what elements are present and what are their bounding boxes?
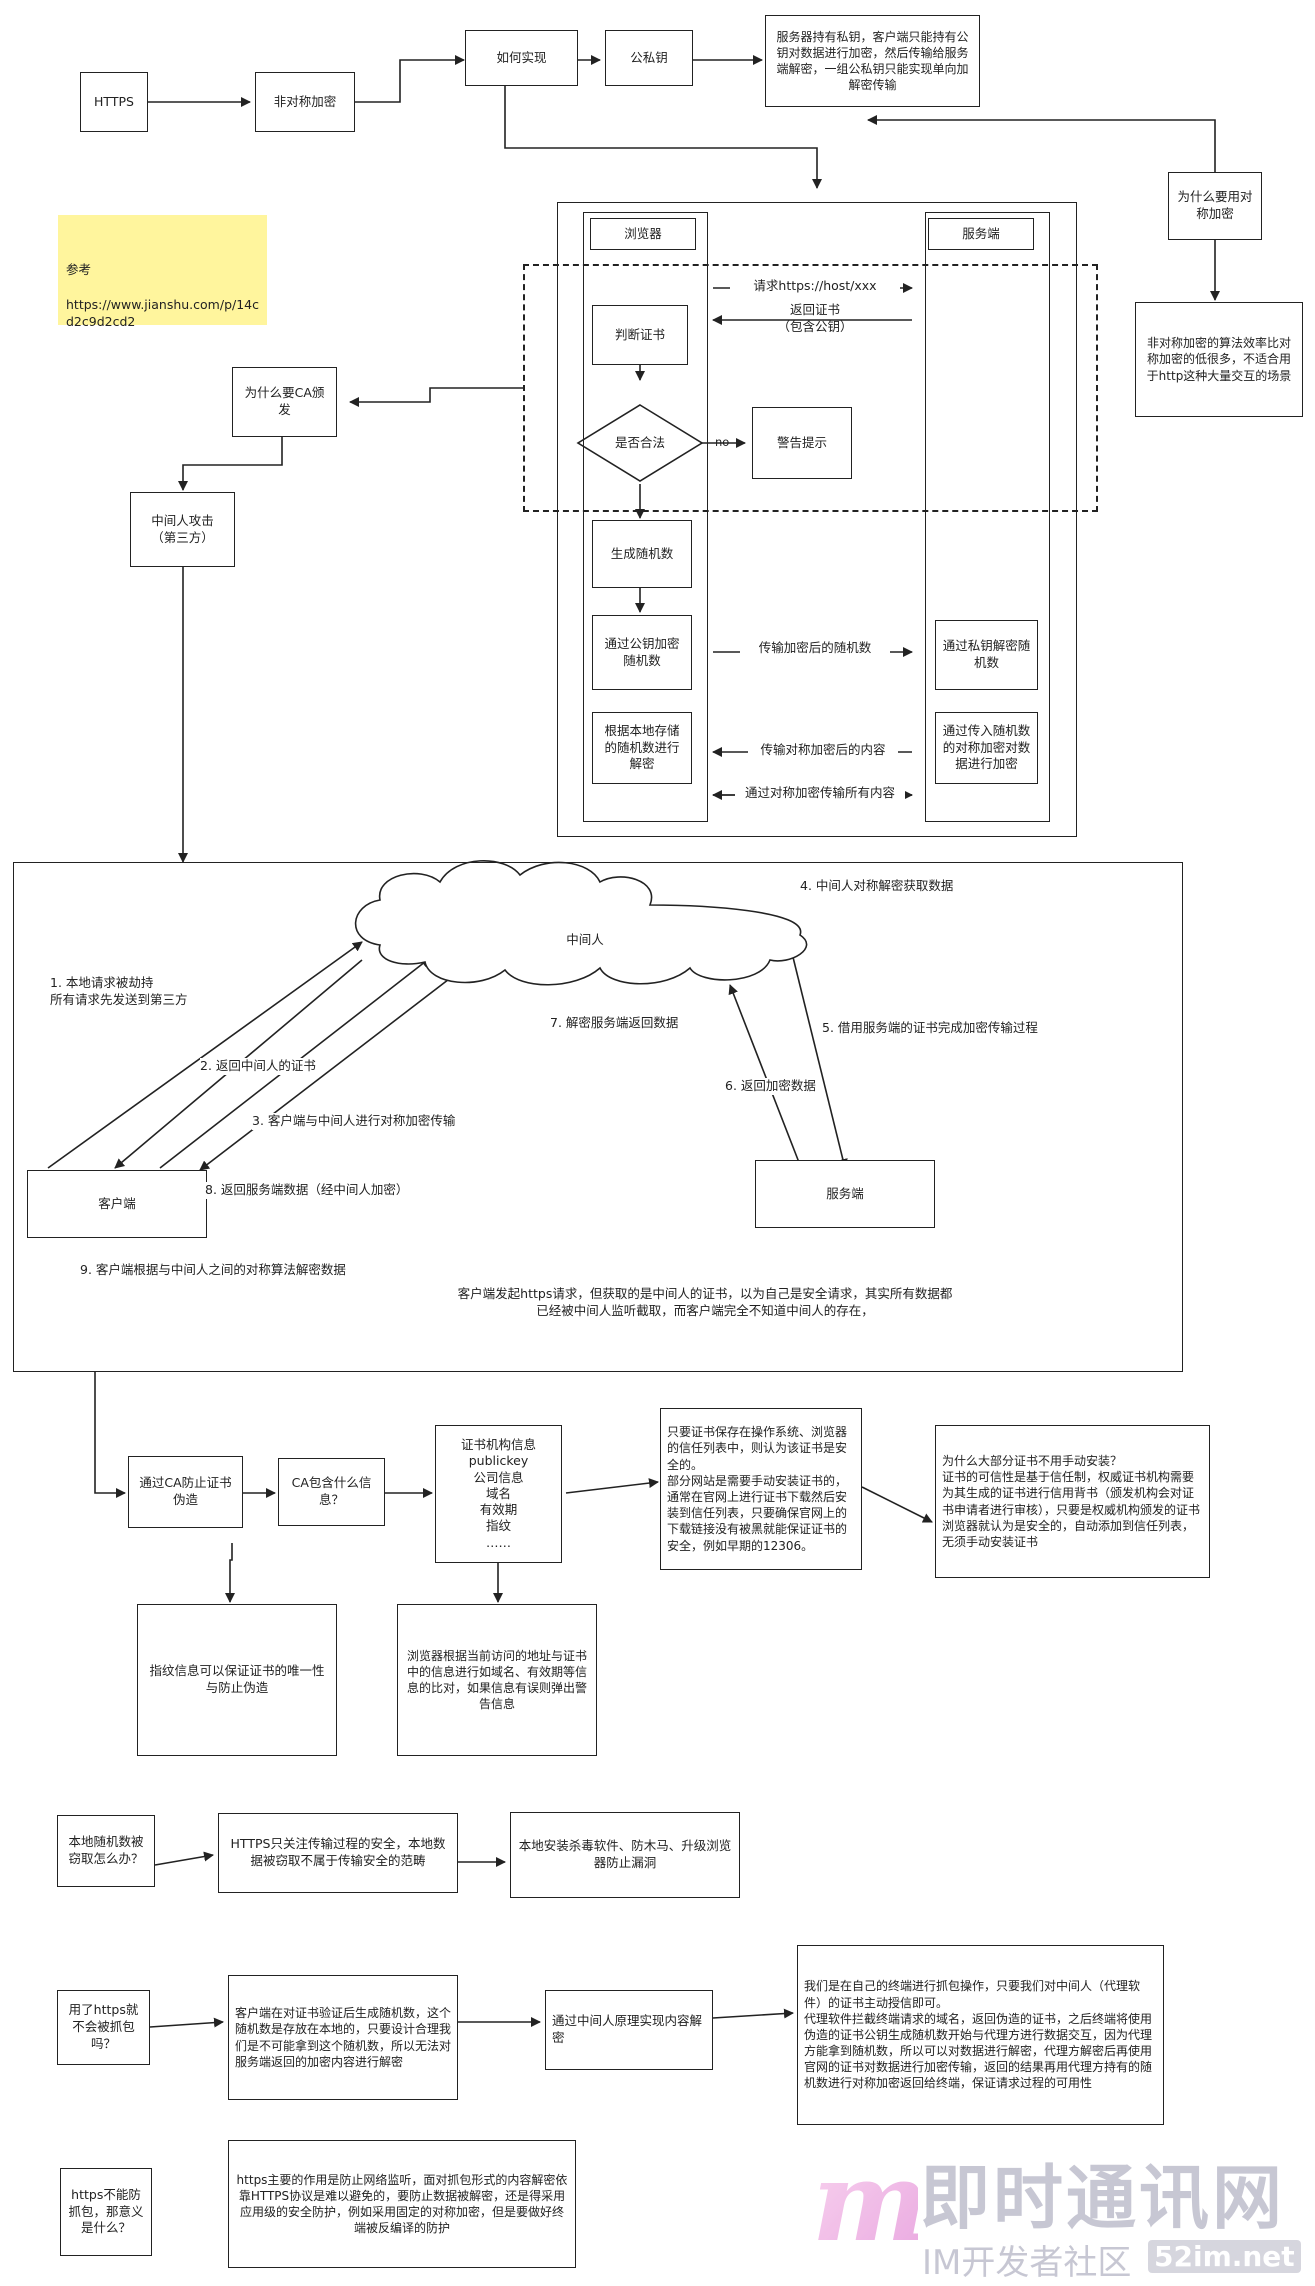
browser-header: 浏览器 [590, 218, 696, 250]
step-8-label: 8. 返回服务端数据（经中间人加密） [205, 1182, 409, 1199]
qa2-question-box: 用了https就不会被抓包吗？ [57, 1990, 150, 2065]
local-decrypt-box: 根据本地存储的随机数进行解密 [592, 712, 692, 784]
asym-encryption-box: 非对称加密 [255, 72, 355, 132]
step-2-label: 2. 返回中间人的证书 [200, 1058, 316, 1075]
qa2-mitm-box: 通过中间人原理实现内容解密 [545, 1990, 713, 2070]
how-implement-box: 如何实现 [465, 30, 578, 86]
qa3-answer-box: https主要的作用是防止网络监听，面对抓包形式的内容解密依靠HTTPS协议是难… [228, 2140, 576, 2268]
gen-random-box: 生成随机数 [592, 520, 692, 588]
qa1-question-box: 本地随机数被窃取怎么办？ [57, 1815, 155, 1887]
step-4-label: 4. 中间人对称解密获取数据 [800, 878, 954, 893]
mitm-cloud-label: 中间人 [566, 932, 604, 947]
mitm-cloud [354, 859, 808, 986]
reference-note: 参考 https://www.jianshu.com/p/14cd2c9d2cd… [58, 215, 267, 329]
ca-contains-box: CA包含什么信息？ [278, 1458, 385, 1526]
why-ca-box: 为什么要CA颁发 [232, 367, 337, 437]
qa1-answer-box: HTTPS只关注传输过程的安全，本地数据被窃取不属于传输安全的范畴 [218, 1813, 458, 1893]
fingerprint-box: 指纹信息可以保证证书的唯一性与防止伪造 [137, 1604, 337, 1756]
attack-server-box: 服务端 [755, 1160, 935, 1228]
key-pair-box: 公私钥 [605, 30, 693, 86]
attack-summary: 客户端发起https请求，但获取的是中间人的证书，以为自己是安全请求，其实所有数… [457, 1286, 953, 1318]
no-label: no [715, 435, 730, 449]
judge-cert-box: 判断证书 [592, 305, 688, 365]
qa2-answer-box: 客户端在对证书验证后生成随机数，这个随机数是存放在本地的，只要设计合理我们是不可… [228, 1975, 458, 2100]
step-7-label: 7. 解密服务端返回数据 [550, 1015, 679, 1030]
trust-list-box: 只要证书保存在操作系统、浏览器的信任列表中，则认为该证书是安全的。 部分网站是需… [660, 1408, 862, 1570]
qa2-detail-box: 我们是在自己的终端进行抓包操作，只要我们对中间人（代理软件）的证书主动授信即可。… [797, 1945, 1164, 2125]
browser-lane [583, 212, 708, 822]
server-lane [925, 212, 1050, 822]
decrypt-random-box: 通过私钥解密随机数 [935, 620, 1038, 690]
cert-info-box: 证书机构信息 publickey 公司信息 域名 有效期 指纹 …… [435, 1425, 562, 1563]
step-5-label: 5. 借用服务端的证书完成加密传输过程 [822, 1020, 1038, 1037]
https-flow-frame [557, 202, 1077, 837]
why-symmetric-answer-box: 非对称加密的算法效率比对称加密的低很多，不适合用于http这种大量交互的场景 [1135, 302, 1303, 417]
mitm-attack-frame [13, 862, 1183, 1372]
warning-box: 警告提示 [752, 407, 852, 479]
send-encrypted-random-label: 传输加密后的随机数 [740, 640, 890, 657]
note-url[interactable]: https://www.jianshu.com/p/14cd2c9d2cd2 [66, 296, 259, 330]
server-holds-private-key-box: 服务器持有私钥，客户端只能持有公钥对数据进行加密，然后传输给服务端解密，一组公私… [765, 15, 980, 107]
watermark-subtitle: IM开发者社区 [922, 2243, 1132, 2283]
watermark-title: 即时通讯网 [920, 2157, 1285, 2239]
client-box: 客户端 [27, 1170, 207, 1238]
send-sym-label: 传输对称加密后的内容 [748, 742, 898, 759]
why-no-install-box: 为什么大部分证书不用手动安装？ 证书的可信性是基于信任制，权威证书机构需要为其生… [935, 1425, 1210, 1578]
browser-check-box: 浏览器根据当前访问的地址与证书中的信息进行如域名、有效期等信息的比对，如果信息有… [397, 1604, 597, 1756]
qa1-fix-box: 本地安装杀毒软件、防木马、升级浏览器防止漏洞 [510, 1812, 740, 1898]
encrypt-random-box: 通过公钥加密随机数 [592, 615, 692, 690]
note-label: 参考 [66, 261, 92, 277]
step-3-label: 3. 客户端与中间人进行对称加密传输 [252, 1113, 456, 1130]
all-sym-label: 通过对称加密传输所有内容 [735, 785, 905, 802]
qa3-question-box: https不能防抓包，那意义是什么？ [60, 2168, 152, 2256]
cert-verify-dashed-region [523, 264, 1098, 512]
legal-label: 是否合法 [614, 435, 665, 450]
request-label: 请求https://host/xxx [730, 278, 900, 295]
return-cert-label: 返回证书 （包含公钥） [777, 302, 853, 334]
legal-check-diamond [576, 404, 704, 482]
server-header: 服务端 [928, 218, 1034, 250]
step-1-label: 1. 本地请求被劫持 所有请求先发送到第三方 [50, 975, 188, 1007]
m-logo-icon: m [812, 2140, 918, 2260]
watermark-site: 52im.net [1148, 2240, 1301, 2273]
why-symmetric-box: 为什么要用对称加密 [1168, 172, 1262, 240]
sym-encrypt-box: 通过传入随机数的对称加密对数据进行加密 [935, 712, 1038, 784]
svg-text:m: m [812, 2140, 918, 2260]
https-box: HTTPS [80, 72, 148, 132]
mitm-attack-box: 中间人攻击 （第三方） [130, 492, 235, 567]
step-9-label: 9. 客户端根据与中间人之间的对称算法解密数据 [80, 1262, 346, 1277]
prevent-forgery-box: 通过CA防止证书伪造 [128, 1456, 243, 1528]
step-6-label: 6. 返回加密数据 [725, 1078, 816, 1095]
